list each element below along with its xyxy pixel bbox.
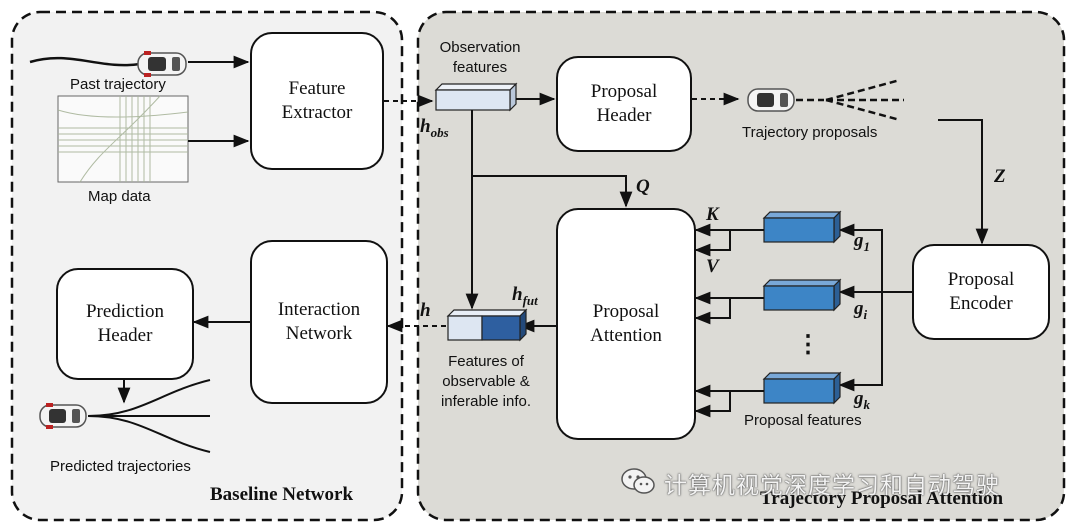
ellipsis-dots: ⋮ [796, 331, 820, 358]
k-symbol: K [706, 204, 719, 225]
wechat-logo-icon [620, 466, 656, 496]
proposal-feature-block-1 [762, 210, 842, 244]
map-data-label: Map data [88, 188, 151, 205]
proposal-feature-block-k [762, 371, 842, 405]
past-trajectory-curve [29, 56, 141, 67]
h-symbol: h [420, 300, 431, 321]
proposal-feature-block-i [762, 278, 842, 312]
proposal-header-block: Proposal Header [556, 56, 692, 152]
gk-symbol: gk [854, 388, 870, 412]
proposal-attention-block: Proposal Attention [556, 208, 696, 440]
proposal-encoder-block: Proposal Encoder [912, 244, 1050, 340]
q-symbol: Q [636, 176, 650, 197]
predicted-trajectories-label: Predicted trajectories [50, 458, 191, 475]
interaction-network-block: Interaction Network [250, 240, 388, 404]
z-symbol: Z [994, 166, 1006, 187]
watermark-text: 计算机视觉深度学习和自动驾驶 [664, 473, 1000, 499]
car-icon-past [137, 51, 187, 77]
features-info-label: Features of observable & inferable info. [440, 353, 532, 410]
g1-symbol: g1 [854, 230, 870, 254]
car-icon-prediction [39, 403, 87, 429]
observation-feature-block [434, 82, 518, 112]
trajectory-proposals-label: Trajectory proposals [742, 124, 878, 141]
h-obs-symbol: hobs [420, 116, 449, 140]
predicted-trajectory-curves [87, 379, 211, 453]
combined-feature-block [446, 308, 528, 342]
prediction-header-block: Prediction Header [56, 268, 194, 380]
proposal-rays [796, 78, 904, 122]
trajectory-proposal-attention-title: Trajectory Proposal Attention [760, 488, 1004, 509]
h-fut-symbol: hfut [512, 284, 538, 308]
car-icon-proposals [747, 88, 795, 112]
proposal-features-label: Proposal features [744, 412, 862, 429]
baseline-network-title: Baseline Network [210, 484, 354, 505]
map-thumbnail [57, 95, 189, 183]
gi-symbol: gi [854, 298, 868, 322]
v-symbol: V [706, 256, 719, 277]
observation-features-label: Observation features [439, 39, 521, 76]
feature-extractor-block: Feature Extractor [250, 32, 384, 170]
past-trajectory-label: Past trajectory [70, 76, 166, 93]
